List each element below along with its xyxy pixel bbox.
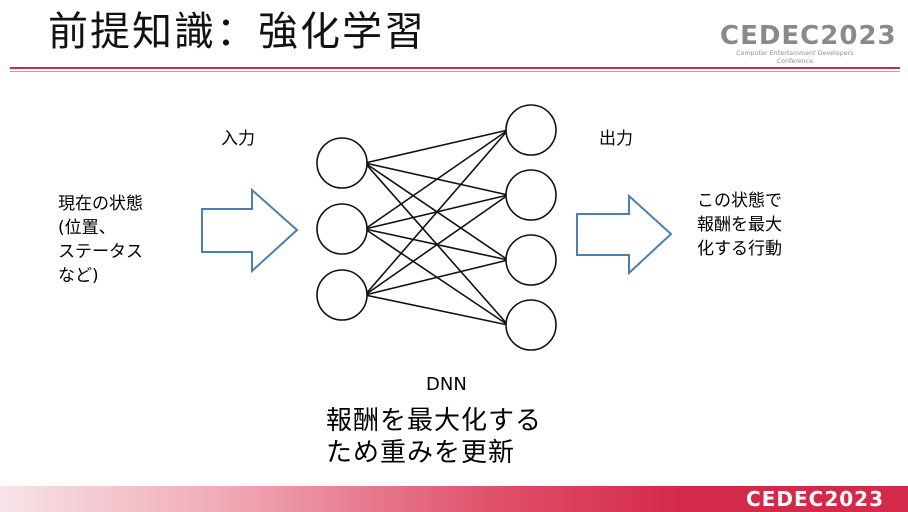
- cedec-logo-text: CEDEC2023: [720, 21, 897, 51]
- network-nodes: [316, 104, 557, 351]
- edge-1-0: [364, 129, 509, 230]
- edge-2-2: [364, 259, 509, 296]
- output-description: この状態で 報酬を最大 化する行動: [697, 191, 782, 259]
- input-description: 現在の状態 (位置、 ステータス など): [58, 194, 143, 286]
- output-node-1: [505, 104, 557, 156]
- cedec-logo-subtitle: Computer Entertainment Developers Confer…: [736, 50, 854, 65]
- output-node-4: [505, 299, 557, 351]
- cedec-logo-footer: CEDEC2023: [746, 487, 884, 511]
- output-arrow-icon: [576, 193, 673, 276]
- output-node-3: [505, 234, 557, 286]
- input-node-2: [316, 203, 368, 255]
- input-node-1: [316, 137, 368, 189]
- update-caption: 報酬を最大化する ため重みを更新: [326, 406, 543, 468]
- output-heading: 出力: [599, 129, 633, 149]
- input-heading: 入力: [221, 129, 255, 149]
- header-rule-thin: [10, 71, 900, 72]
- input-node-3: [316, 269, 368, 321]
- edge-2-0: [364, 129, 509, 296]
- slide-title: 前提知識：強化学習: [48, 9, 426, 55]
- input-arrow-icon: [201, 187, 299, 274]
- edge-2-1: [364, 194, 509, 296]
- edge-2-3: [364, 294, 509, 326]
- dnn-label: DNN: [426, 374, 467, 395]
- header-rule: [10, 67, 900, 69]
- output-node-2: [505, 169, 557, 221]
- footer-bar: [0, 486, 908, 512]
- network-edges: [364, 129, 509, 326]
- cedec-logo-top: CEDEC2023 Computer Entertainment Develop…: [720, 21, 897, 66]
- edge-0-0: [364, 129, 509, 164]
